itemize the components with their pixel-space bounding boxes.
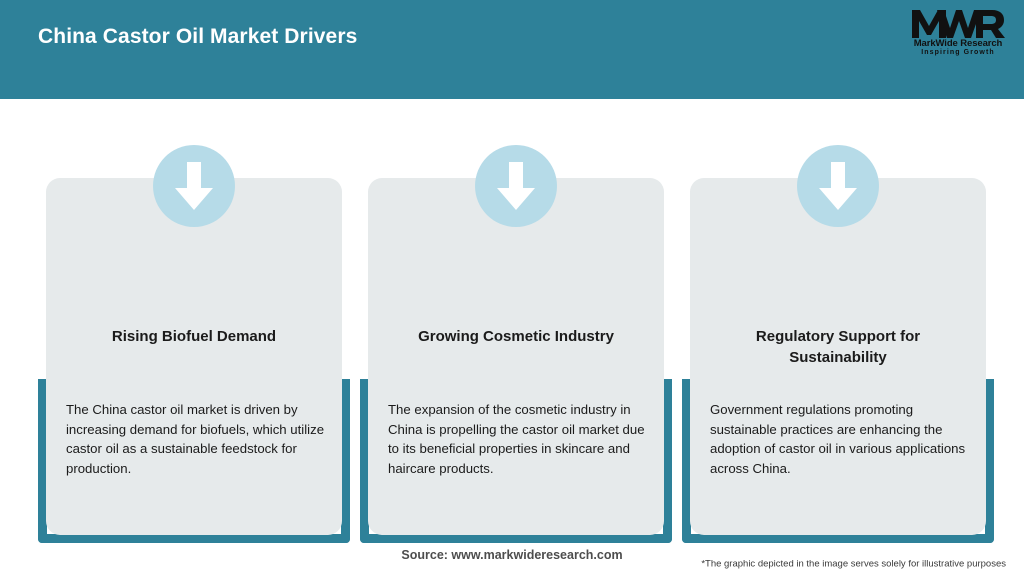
page-title: China Castor Oil Market Drivers bbox=[38, 25, 358, 48]
page-header: China Castor Oil Market Drivers MarkWide… bbox=[0, 0, 1024, 99]
driver-card-body: The expansion of the cosmetic industry i… bbox=[388, 402, 645, 476]
brand-logo: MarkWide Research Inspiring Growth bbox=[910, 9, 1006, 57]
disclaimer-note: *The graphic depicted in the image serve… bbox=[701, 558, 1006, 570]
driver-card: Regulatory Support for Sustainability Go… bbox=[690, 178, 986, 535]
card-accent-bracket bbox=[682, 379, 994, 543]
driver-card-body: Government regulations promoting sustain… bbox=[710, 402, 966, 476]
card-accent-bracket bbox=[360, 379, 672, 543]
logo-company-name: MarkWide Research bbox=[913, 38, 1003, 49]
source-label: Source: www.markwideresearch.com bbox=[401, 548, 623, 562]
driver-card-title: Rising Biofuel Demand bbox=[111, 328, 277, 345]
logo-tagline: Inspiring Growth bbox=[921, 48, 995, 56]
driver-card-body: The China castor oil market is driven by… bbox=[66, 402, 325, 476]
driver-card: Rising Biofuel Demand The China castor o… bbox=[46, 178, 342, 535]
mwr-logomark-icon bbox=[910, 9, 1006, 39]
driver-card: Growing Cosmetic Industry The expansion … bbox=[368, 178, 664, 535]
driver-card-title: Regulatory Support for Sustainability bbox=[755, 328, 921, 366]
arrow-down-icon bbox=[153, 145, 235, 227]
card-accent-bracket bbox=[38, 379, 350, 543]
arrow-down-icon bbox=[797, 145, 879, 227]
driver-card-group-2: Growing Cosmetic Industry The expansion … bbox=[360, 99, 672, 544]
driver-cards-row: Rising Biofuel Demand The China castor o… bbox=[0, 99, 1024, 543]
driver-card-group-3: Regulatory Support for Sustainability Go… bbox=[682, 99, 994, 544]
driver-card-title: Growing Cosmetic Industry bbox=[418, 328, 614, 345]
driver-card-group-1: Rising Biofuel Demand The China castor o… bbox=[38, 99, 350, 544]
arrow-down-icon bbox=[475, 145, 557, 227]
